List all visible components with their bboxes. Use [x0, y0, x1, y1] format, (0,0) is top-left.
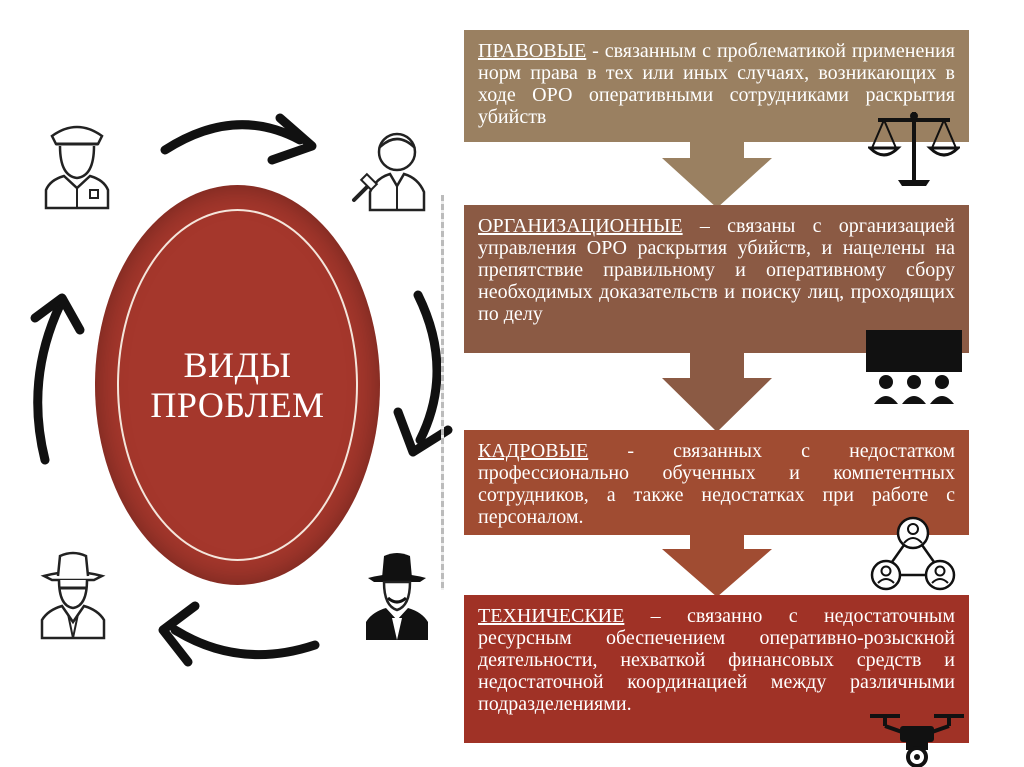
down-arrow-2: [662, 350, 772, 432]
down-arrow-1: [662, 140, 772, 208]
panel-technical-title: ТЕХНИЧЕСКИЕ: [478, 605, 625, 627]
cycle-arrow-right: [393, 290, 453, 457]
panel-legal: ПРАВОВЫЕ - связанным с проблематикой при…: [464, 30, 969, 142]
panel-organizational-text: – связаны с организацией управления ОРО …: [478, 215, 955, 325]
panel-personnel: КАДРОВЫЕ - связанных с недостатком профе…: [464, 430, 969, 535]
problem-types-oval: ВИДЫ ПРОБЛЕМ: [95, 185, 380, 585]
detective-icon: [40, 551, 106, 640]
judge-icon: [352, 132, 426, 212]
panel-legal-text: - связанным с проблематикой применения н…: [478, 40, 955, 128]
meeting-icon: [866, 330, 962, 404]
police-officer-icon: [44, 125, 110, 210]
panel-legal-title: ПРАВОВЫЕ: [478, 40, 587, 62]
cycle-arrow-top: [160, 113, 317, 165]
cycle-diagram: [30, 113, 453, 667]
panel-personnel-title: КАДРОВЫЕ: [478, 440, 589, 462]
network-people-icon: [870, 516, 956, 591]
panel-technical: ТЕХНИЧЕСКИЕ – связанно с недостаточным р…: [464, 595, 969, 743]
cycle-arrow-bottom: [158, 601, 320, 667]
drone-icon: [870, 714, 964, 767]
scales-icon: [868, 112, 960, 186]
decorative-divider: [441, 195, 444, 590]
criminal-icon: [366, 553, 428, 640]
oval-title: ВИДЫ ПРОБЛЕМ: [95, 345, 380, 425]
cycle-arrow-left: [30, 293, 85, 465]
down-arrow-3: [662, 533, 772, 597]
panel-technical-text: – связанно с недостаточным ресурсным обе…: [478, 605, 955, 715]
oval-title-line2: ПРОБЛЕМ: [150, 385, 325, 425]
panel-organizational-title: ОРГАНИЗАЦИОННЫЕ: [478, 215, 683, 237]
oval-ring: [117, 209, 358, 561]
panel-personnel-text: - связанных с недостатком профессиональн…: [478, 440, 955, 528]
panel-organizational: ОРГАНИЗАЦИОННЫЕ – связаны с организацией…: [464, 205, 969, 353]
oval-title-line1: ВИДЫ: [183, 345, 292, 385]
